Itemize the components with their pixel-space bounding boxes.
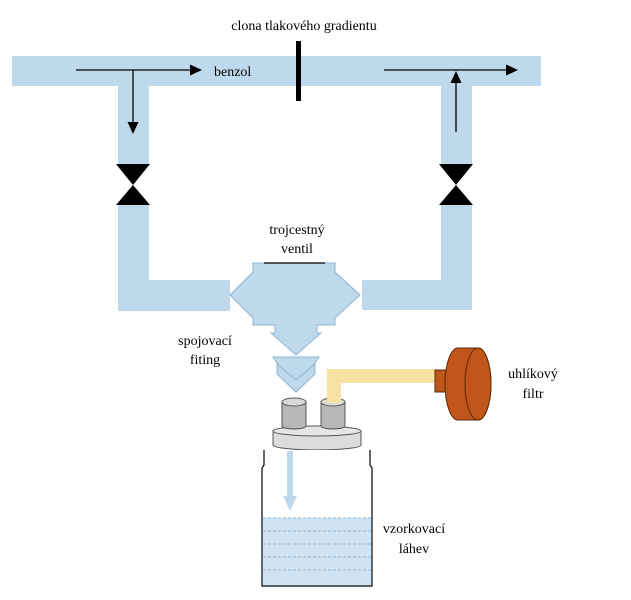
cylinder-filter-icon	[434, 347, 492, 421]
flow-arrow-right-1	[76, 64, 202, 76]
carbon-filter-label-line2: filtr	[523, 387, 544, 402]
flow-arrow-down-left	[127, 70, 139, 134]
three-way-valve-label-line1: trojcestný	[269, 223, 324, 238]
orifice-plate	[296, 41, 301, 101]
inlet-flow-arrow	[283, 451, 297, 511]
carbon-filter-label-line1: uhlíkový	[508, 367, 558, 382]
bottle-icon	[261, 450, 373, 587]
three-way-valve-label-line2: ventil	[281, 242, 313, 257]
connector-fitting	[272, 356, 320, 393]
bottle-cap	[272, 394, 362, 451]
flow-arrow-up-right	[450, 71, 462, 132]
fitting-label-line1: spojovací	[178, 334, 232, 349]
flow-arrow-right-2	[384, 64, 518, 76]
three-way-valve-icon	[229, 262, 361, 356]
fitting-label-line2: fiting	[190, 353, 220, 368]
orifice-label: clona tlakového gradientu	[231, 19, 376, 34]
filter-tube	[327, 369, 437, 403]
sample-bottle-label-line2: láhev	[399, 542, 429, 557]
sample-bottle-label-line1: vzorkovací	[383, 522, 445, 537]
two-way-valve-icon	[116, 164, 150, 205]
benzene-label: benzol	[214, 65, 251, 80]
main-pipe	[12, 56, 541, 86]
two-way-valve-icon	[439, 164, 473, 205]
